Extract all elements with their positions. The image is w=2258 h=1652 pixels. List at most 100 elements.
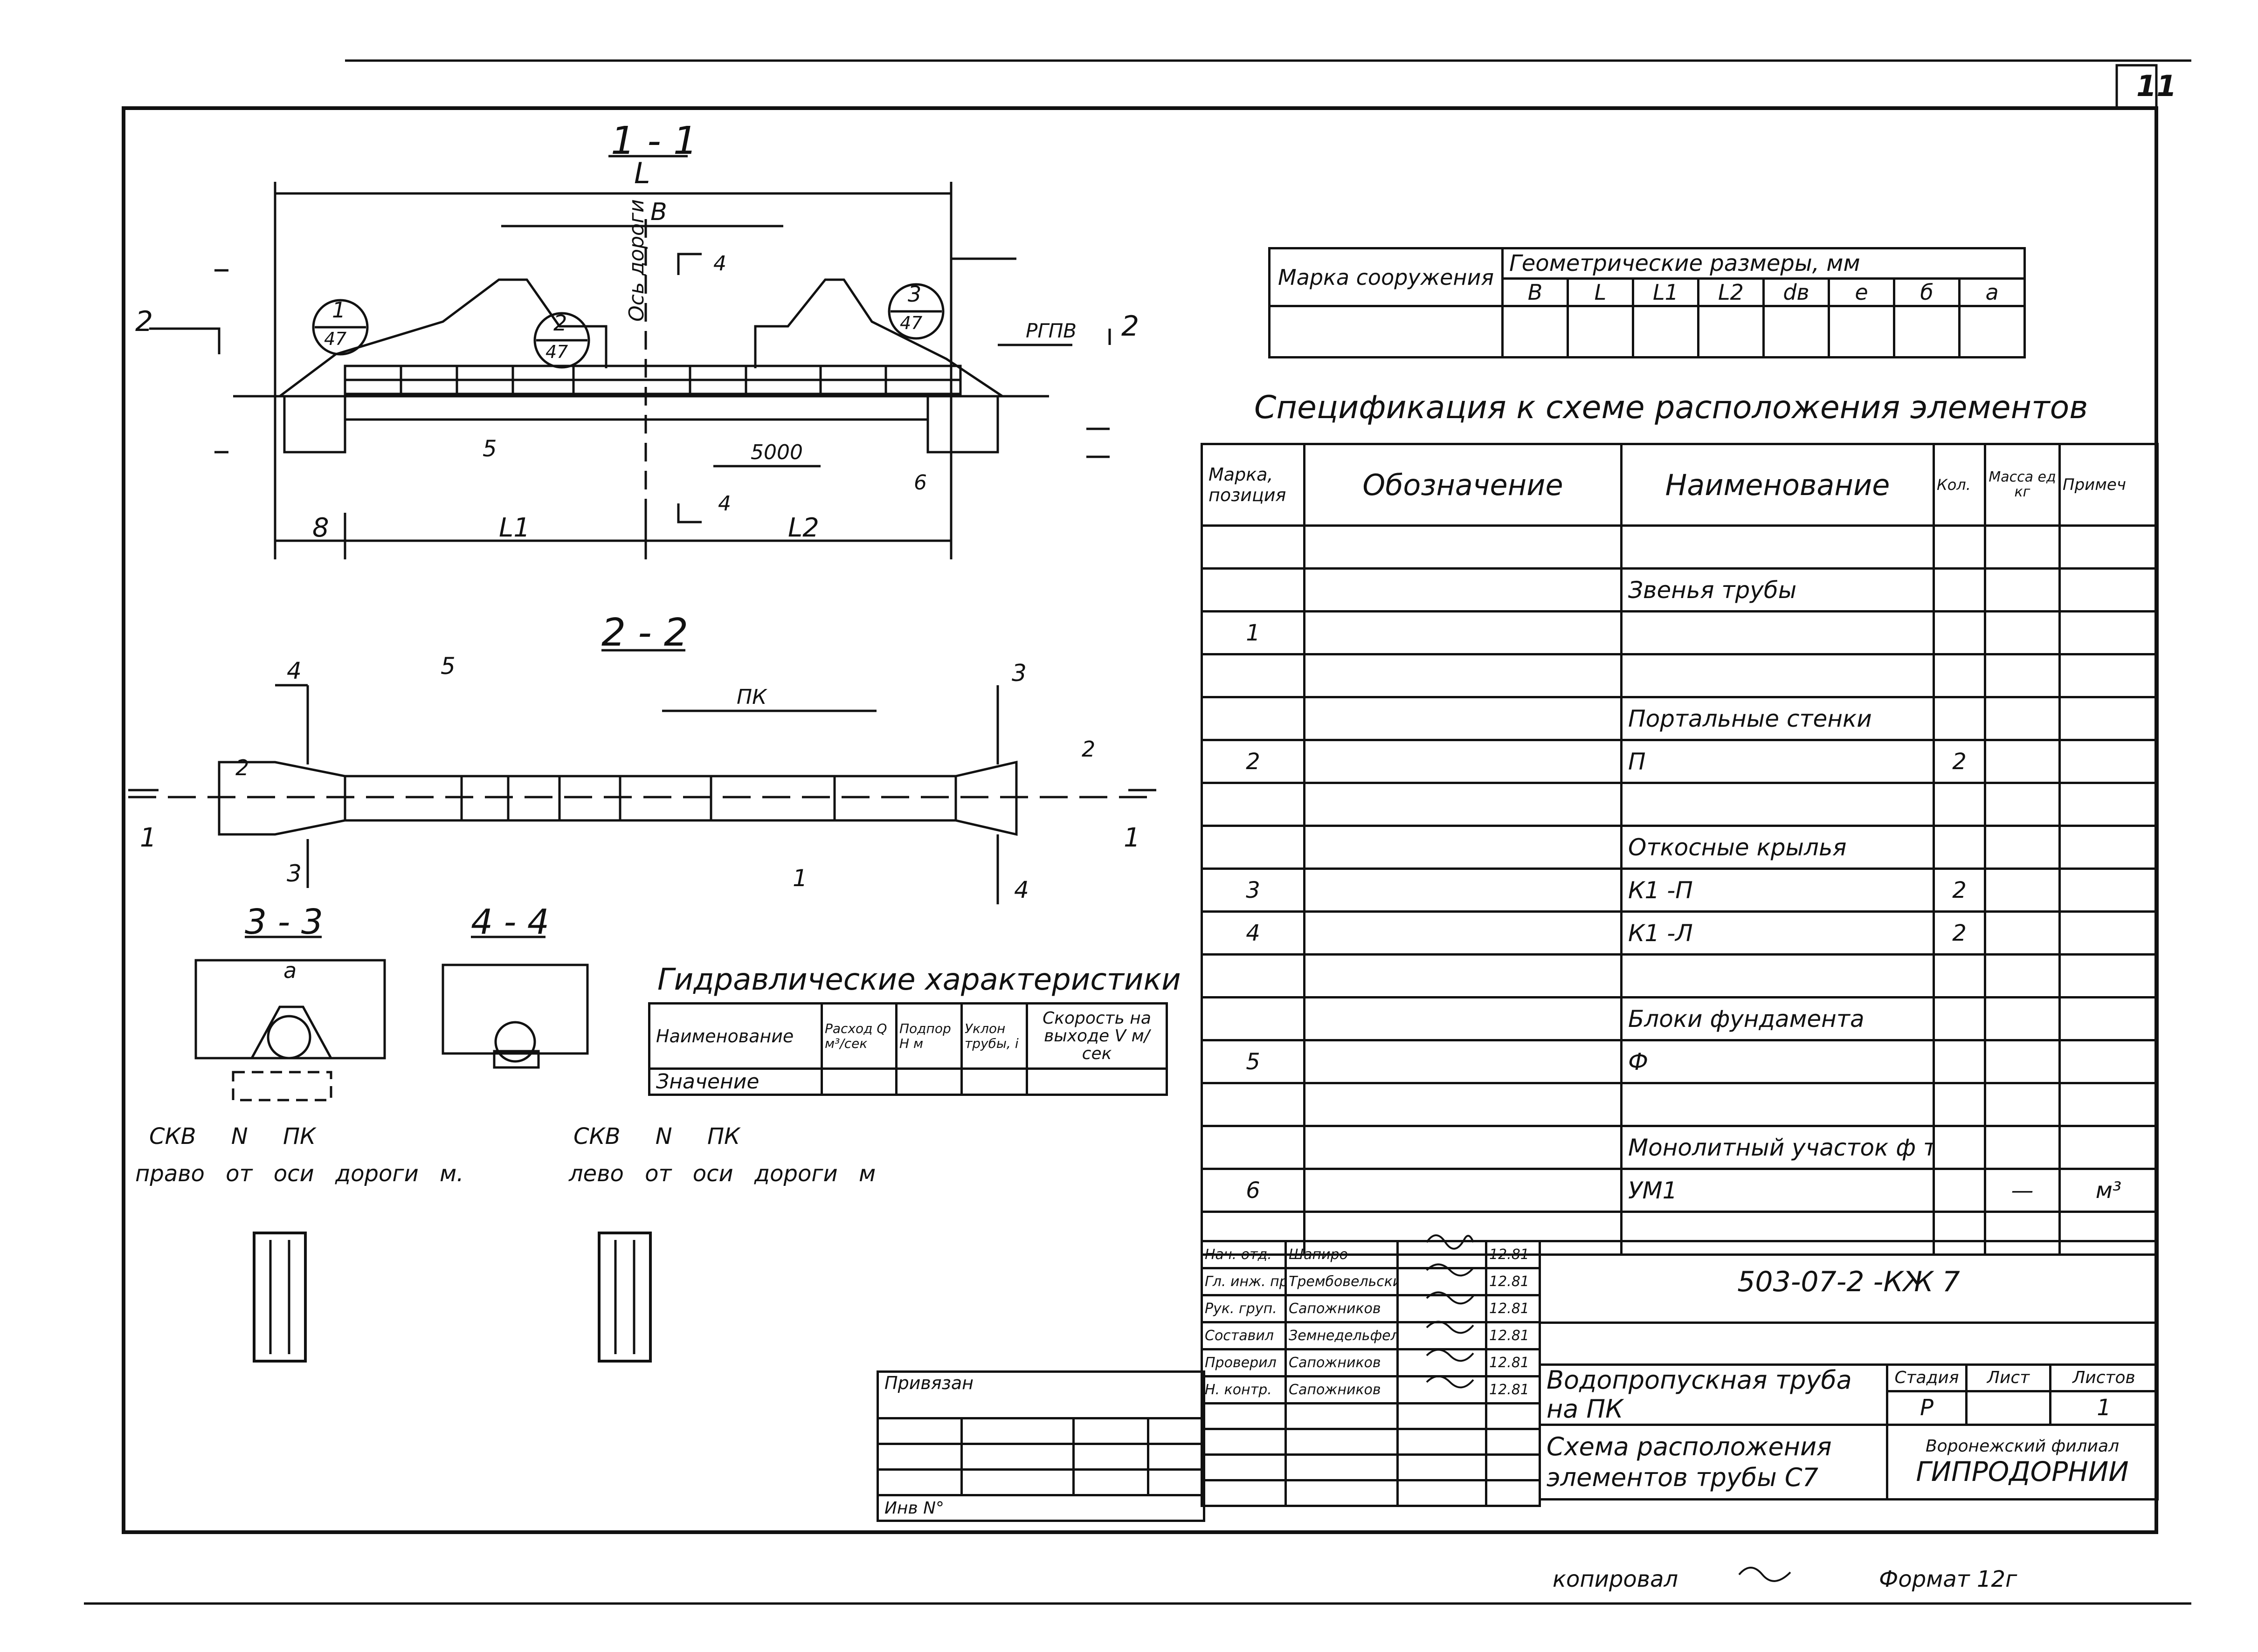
- spec-cell: [1201, 1125, 1305, 1170]
- plan-label-2r: 2: [1082, 737, 1096, 762]
- signer-name: Сапожников: [1284, 1375, 1399, 1404]
- label-4-top: 4: [713, 252, 726, 275]
- section-2-2-drawing: [128, 649, 1156, 904]
- signer-date: 12.81: [1485, 1240, 1541, 1269]
- spec-cell: [1933, 567, 1986, 613]
- spec-cell: [2058, 867, 2159, 913]
- sheet-header: Лист: [1965, 1363, 2051, 1392]
- signer-name: Сапожников: [1284, 1348, 1399, 1377]
- spec-cell: [1984, 782, 2061, 827]
- stage-value: Р: [1886, 1390, 1968, 1426]
- signer-role: Составил: [1201, 1321, 1287, 1350]
- spec-cell: К1 -П: [1620, 867, 1935, 913]
- spec-cell: Портальные стенки: [1620, 696, 1935, 741]
- section-3-3-title: 3 - 3: [245, 902, 323, 942]
- spec-cell: [1933, 1168, 1986, 1213]
- signer-signature: [1396, 1348, 1487, 1377]
- spec-cell: [1303, 910, 1623, 956]
- geom-col: L: [1567, 277, 1634, 307]
- spec-cell: [2058, 1039, 2159, 1084]
- signer-date: 12.81: [1485, 1375, 1541, 1404]
- spec-cell: [2058, 953, 2159, 998]
- spec-cell: [1984, 610, 2061, 655]
- spec-cell: [1984, 653, 2061, 698]
- hyd-header: Уклон трубы, i: [960, 1002, 1028, 1070]
- spec-cell: [2058, 567, 2159, 613]
- plan-label-1l: 1: [140, 823, 157, 853]
- section-1-1-drawing: [149, 155, 1111, 559]
- spec-cell: [1620, 653, 1935, 698]
- label-2-left: 2: [135, 305, 153, 338]
- spec-row: [1201, 524, 2159, 570]
- spec-cell: 2: [1201, 739, 1305, 784]
- spec-cell: [1933, 953, 1986, 998]
- hydraulic-title: Гидравлические характеристики: [657, 963, 1181, 997]
- signer-name: Земнедельфель: [1284, 1321, 1399, 1350]
- spec-header: Масса ед кг: [1984, 443, 2061, 527]
- note-right-line1: СКВ N ПК: [149, 1123, 316, 1150]
- label-5000: 5000: [751, 441, 803, 464]
- label-6: 6: [914, 471, 927, 495]
- spec-cell: 2: [1933, 867, 1986, 913]
- spec-cell: [1303, 524, 1623, 570]
- geom-col: a: [1958, 277, 2026, 307]
- label-2-right: 2: [1121, 310, 1139, 343]
- spec-cell: [1984, 953, 2061, 998]
- signer-date: 12.81: [1485, 1348, 1541, 1377]
- spec-cell: [1620, 610, 1935, 655]
- signer-signature: [1396, 1267, 1487, 1296]
- footer-format: Формат 12г: [1879, 1566, 2017, 1592]
- object-title-line1: Водопропускная труба: [1547, 1365, 1852, 1395]
- hyd-header: Скорость на выходе V м/сек: [1026, 1002, 1168, 1070]
- spec-cell: [1201, 782, 1305, 827]
- spec-cell: [1303, 1039, 1623, 1084]
- spec-cell: [1620, 782, 1935, 827]
- spec-cell: [1984, 1039, 2061, 1084]
- geom-col: L1: [1632, 277, 1699, 307]
- label-a: a: [283, 958, 297, 983]
- spec-cell: [1984, 910, 2061, 956]
- spec-cell: [1984, 696, 2061, 741]
- plan-label-2l: 2: [235, 755, 249, 780]
- geometric-table: Марка сооружения Геометрические размеры,…: [1268, 247, 2026, 358]
- spec-cell: [1303, 653, 1623, 698]
- spec-cell: [1933, 1082, 1986, 1127]
- inv-label: Инв N°: [876, 1494, 1206, 1522]
- plan-label-1r: 1: [1124, 823, 1140, 853]
- spec-cell: 3: [1201, 867, 1305, 913]
- spec-cell: [1303, 610, 1623, 655]
- spec-cell: [2058, 910, 2159, 956]
- spec-row: Откосные крылья: [1201, 825, 2159, 870]
- spec-row: [1201, 782, 2159, 827]
- spec-cell: 1: [1201, 610, 1305, 655]
- spec-cell: [1933, 1039, 1986, 1084]
- spec-cell: [2058, 739, 2159, 784]
- marker-right: [253, 1232, 307, 1363]
- plan-label-5: 5: [441, 653, 456, 680]
- callout-2-bottom: 47: [546, 342, 568, 362]
- geom-col: e: [1828, 277, 1895, 307]
- signer-date: 12.81: [1485, 1267, 1541, 1296]
- callout-2-top: 2: [553, 310, 567, 336]
- spec-header: Кол.: [1933, 443, 1986, 527]
- section-4-4-drawing: [442, 936, 589, 1069]
- spec-cell: [1303, 567, 1623, 613]
- spec-cell: [1303, 739, 1623, 784]
- spec-cell: [1201, 567, 1305, 613]
- spec-cell: м³: [2058, 1168, 2159, 1213]
- spec-row: [1201, 953, 2159, 998]
- spec-cell: [1303, 953, 1623, 998]
- spec-cell: [1933, 782, 1986, 827]
- spec-row: Монолитный участок ф та: [1201, 1125, 2159, 1170]
- spec-title: Спецификация к схеме расположения элемен…: [1254, 389, 2088, 426]
- spec-cell: [1933, 610, 1986, 655]
- spec-cell: [2058, 782, 2159, 827]
- spec-cell: Звенья трубы: [1620, 567, 1935, 613]
- spec-row: Звенья трубы: [1201, 567, 2159, 613]
- hyd-header: Подпор H м: [895, 1002, 963, 1070]
- footer-copied: копировал: [1553, 1566, 1678, 1592]
- label-axis: Ось дороги: [625, 199, 649, 322]
